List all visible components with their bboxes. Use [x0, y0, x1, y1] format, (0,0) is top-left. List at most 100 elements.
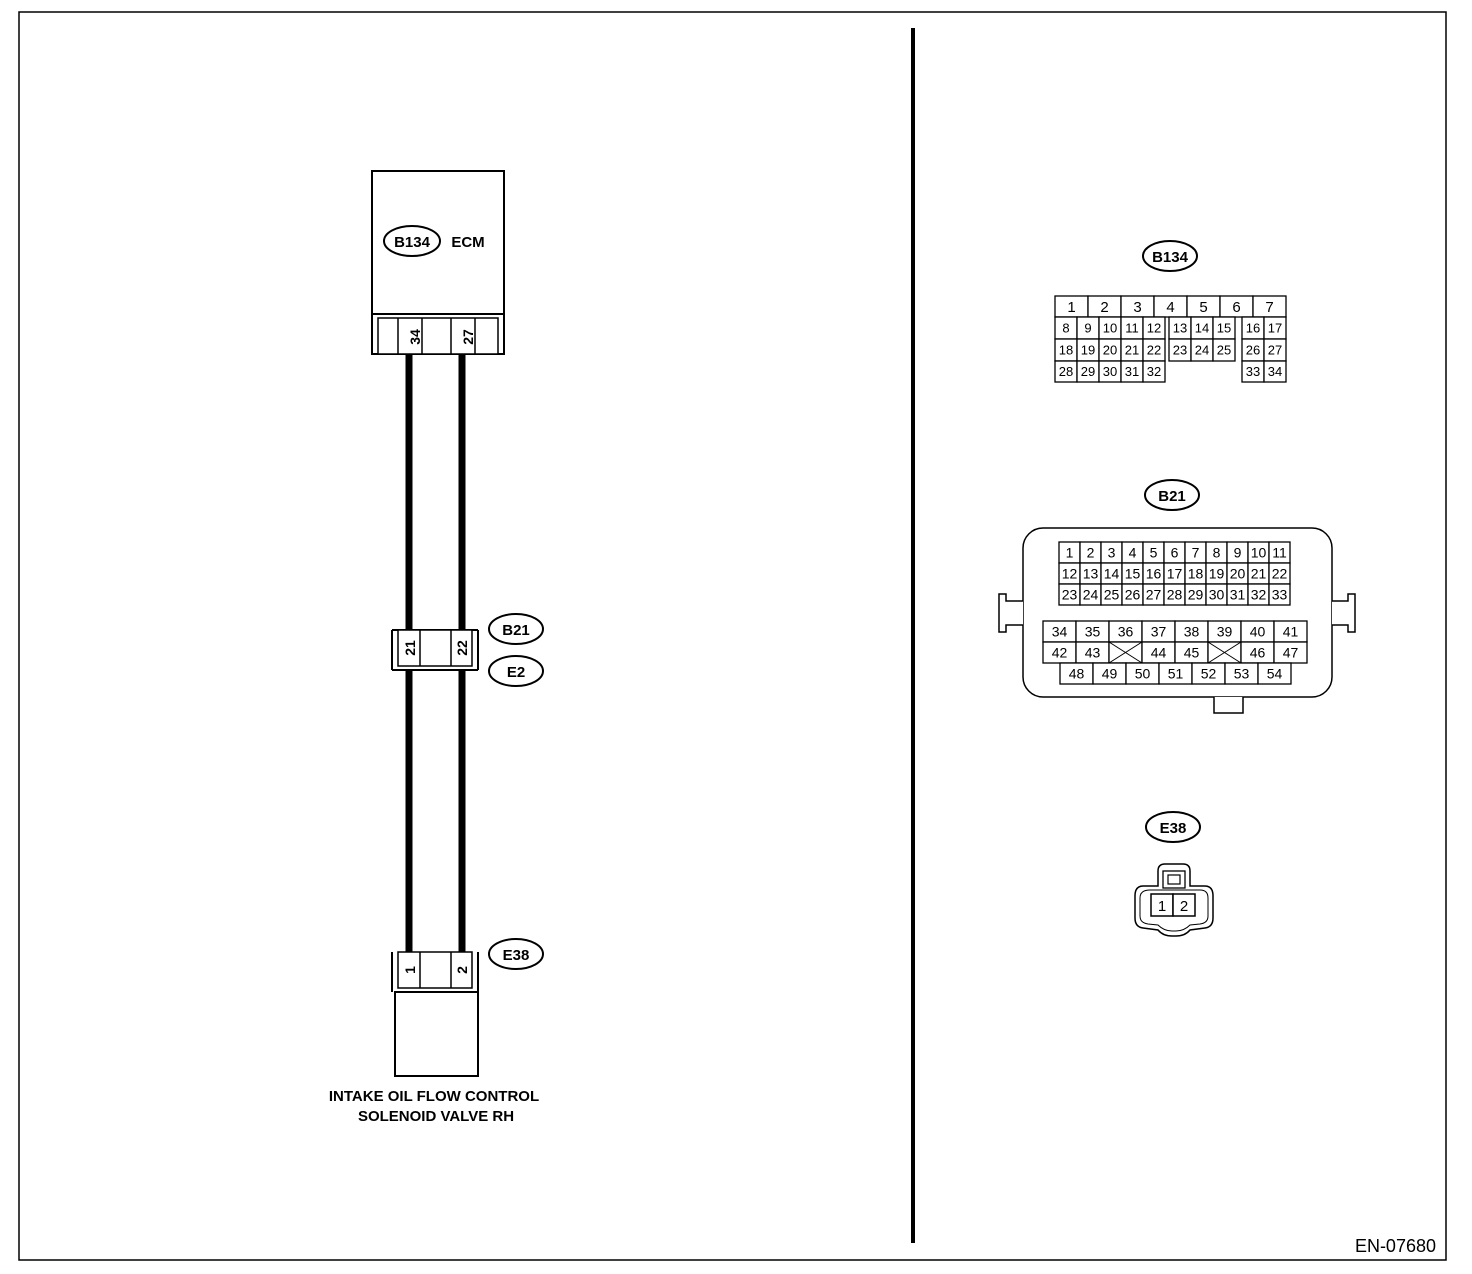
joint-connector-tag-top-text: B21 — [502, 622, 530, 639]
pin-label: 18 — [1059, 343, 1073, 358]
e38-pin-label: 2 — [1180, 898, 1188, 915]
pin-label: 1 — [1066, 545, 1074, 561]
valve-connector-tag-text: E38 — [503, 947, 530, 964]
pin-label: 22 — [1147, 343, 1161, 358]
pin-label: 34 — [1268, 364, 1282, 379]
b21-key-tab — [1213, 697, 1244, 714]
pin-label: 54 — [1267, 666, 1283, 682]
pin-label: 14 — [1104, 566, 1120, 582]
pin-label: 21 — [1125, 343, 1139, 358]
pin-label: 3 — [1133, 299, 1141, 316]
pin-label: 50 — [1135, 666, 1151, 682]
ecm-unit: B134 ECM 34 27 — [371, 170, 505, 355]
pin-cell — [1142, 360, 1166, 383]
blank-pin-cross — [1108, 641, 1143, 664]
pin-label: 11 — [1125, 321, 1139, 336]
pin-label: 24 — [1083, 587, 1099, 603]
pin-label: 4 — [1166, 299, 1174, 316]
pin-label: 15 — [1125, 566, 1141, 582]
pin-label: 20 — [1103, 343, 1117, 358]
pin-label: 19 — [1209, 566, 1225, 582]
e38-tag-text: E38 — [1160, 820, 1187, 837]
pin-label: 17 — [1268, 321, 1282, 336]
ecm-connector-tag — [383, 225, 441, 257]
pin-label: 34 — [1052, 624, 1068, 640]
e38-tag — [1145, 811, 1201, 843]
b21-left-latch — [998, 593, 1023, 633]
pin-label: 25 — [1217, 343, 1231, 358]
b21-right-latch — [1332, 593, 1356, 633]
pin-label: 2 — [1100, 299, 1108, 316]
pin-label: 41 — [1283, 624, 1299, 640]
pin-label: 29 — [1081, 364, 1095, 379]
ecm-label: ECM — [451, 234, 484, 251]
valve-pin-label: 2 — [454, 966, 470, 974]
pin-label: 26 — [1125, 587, 1141, 603]
pin-label: 31 — [1230, 587, 1246, 603]
pin-label: 40 — [1250, 624, 1266, 640]
pin-label: 27 — [1268, 343, 1282, 358]
pin-label: 9 — [1234, 545, 1242, 561]
valve-label-line2: SOLENOID VALVE RH — [358, 1108, 514, 1125]
pin-label: 32 — [1251, 587, 1267, 603]
pin-label: 12 — [1062, 566, 1078, 582]
pin-label: 38 — [1184, 624, 1200, 640]
pin-label: 25 — [1104, 587, 1120, 603]
pin-label: 29 — [1188, 587, 1204, 603]
b21-tag — [1144, 479, 1200, 511]
ecm-pin-label: 34 — [407, 329, 423, 345]
pin-label: 53 — [1234, 666, 1250, 682]
pin-label: 13 — [1173, 321, 1187, 336]
page-frame — [18, 11, 1447, 1261]
pin-label: 6 — [1171, 545, 1179, 561]
pin-label: 13 — [1083, 566, 1099, 582]
pin-label: 46 — [1250, 645, 1266, 661]
pin-cell — [1263, 360, 1287, 383]
pin-label: 35 — [1085, 624, 1101, 640]
b134-tag-text: B134 — [1152, 249, 1189, 266]
pin-cell — [1257, 662, 1292, 685]
pin-label: 10 — [1103, 321, 1117, 336]
e38-pin-label: 1 — [1158, 898, 1166, 915]
pin-label: 5 — [1150, 545, 1158, 561]
figure-id: EN-07680 — [1355, 1236, 1436, 1256]
pin-label: 18 — [1188, 566, 1204, 582]
pin-label: 11 — [1272, 545, 1287, 561]
pin-label: 33 — [1246, 364, 1260, 379]
pin-label: 9 — [1084, 321, 1091, 336]
joint-pin-label: 22 — [454, 640, 470, 656]
joint-connector-tag-bottom — [488, 655, 544, 687]
pin-label: 22 — [1272, 566, 1288, 582]
pin-label: 30 — [1209, 587, 1225, 603]
pin-label: 42 — [1052, 645, 1068, 661]
pin-label: 16 — [1146, 566, 1162, 582]
joint-connector-tag-top — [488, 613, 544, 645]
pin-label: 51 — [1168, 666, 1184, 682]
pin-label: 10 — [1251, 545, 1267, 561]
ecm-terminal-block — [377, 317, 499, 355]
pin-label: 4 — [1129, 545, 1137, 561]
pin-label: 32 — [1147, 364, 1161, 379]
pin-label: 43 — [1085, 645, 1101, 661]
pin-label: 44 — [1151, 645, 1167, 661]
pin-label: 21 — [1251, 566, 1267, 582]
pin-cell — [1268, 583, 1291, 606]
pin-label: 14 — [1195, 321, 1209, 336]
pin-label: 45 — [1184, 645, 1200, 661]
ecm-connector-tag-text: B134 — [394, 234, 431, 251]
joint-connector: 21 22 B21 E2 — [391, 613, 544, 687]
valve-label-line1: INTAKE OIL FLOW CONTROL — [329, 1088, 539, 1105]
blank-pin-cross — [1207, 641, 1242, 664]
pin-cell — [1212, 338, 1236, 362]
pin-label: 30 — [1103, 364, 1117, 379]
joint-pin-label: 21 — [402, 640, 418, 656]
pin-label: 6 — [1232, 299, 1240, 316]
pin-label: 39 — [1217, 624, 1233, 640]
valve-pin-label: 1 — [402, 966, 418, 974]
pin-label: 8 — [1062, 321, 1069, 336]
pin-label: 52 — [1201, 666, 1217, 682]
pin-label: 36 — [1118, 624, 1134, 640]
